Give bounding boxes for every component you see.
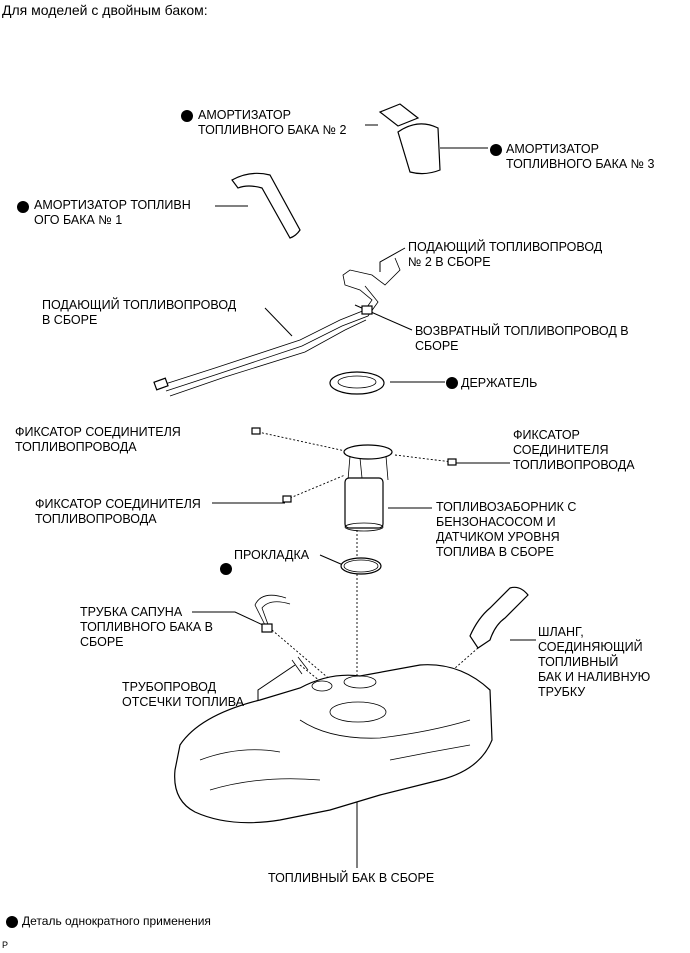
retainer-inner — [337, 375, 377, 389]
non-reusable-mark-cushion1 — [17, 201, 29, 213]
tank-ribs — [199, 719, 471, 791]
label-clip-lower: ФИКСАТОР СОЕДИНИТЕЛЯ ТОПЛИВОПРОВОДА — [35, 497, 201, 526]
return-fuel-tube — [169, 319, 367, 397]
fuel-tank-cushion-1 — [231, 172, 301, 239]
dashed-cutoff — [299, 664, 326, 686]
fuel-pump-bottom — [344, 522, 384, 532]
label-main-fuel-tube: ПОДАЮЩИЙ ТОПЛИВОПРОВОД В СБОРЕ — [42, 298, 237, 327]
footer-mark: P — [2, 940, 9, 950]
label-fuel-tank: ТОПЛИВНЫЙ БАК В СБОРЕ — [268, 871, 435, 885]
legend-text: Деталь однократного применения — [22, 914, 211, 928]
suction-frame — [347, 455, 389, 481]
label-fuel-tank-cushion-1: АМОРТИЗАТОР ТОПЛИВН ОГО БАКА № 1 — [34, 198, 191, 227]
dashed-clip-lower — [289, 474, 346, 499]
leader-main-tube — [264, 307, 293, 337]
gasket-ring — [340, 557, 382, 575]
label-fuel-tank-cushion-3: АМОРТИЗАТОР ТОПЛИВНОГО БАКА № 3 — [506, 142, 655, 171]
label-clip-right: ФИКСАТОР СОЕДИНИТЕЛЯ ТОПЛИВОПРОВОДА — [513, 428, 635, 472]
fuel-tank-cushion-2 — [378, 103, 420, 127]
label-gasket: ПРОКЛАДКА — [234, 548, 310, 562]
fuel-tank-cushion-3 — [397, 123, 441, 175]
suction-plate — [343, 444, 393, 460]
leader-main-tube2 — [379, 247, 406, 272]
breather-tube-fitting — [261, 623, 273, 633]
label-return-fuel-tube: ВОЗВРАТНЫЙ ТОПЛИВОПРОВОД В СБОРЕ — [415, 324, 629, 353]
non-reusable-mark-retainer — [446, 377, 458, 389]
tube-connector-right — [361, 305, 373, 315]
non-reusable-mark-cushion2 — [181, 110, 193, 122]
filler-hose — [469, 586, 529, 649]
gasket-ring-inner — [343, 559, 379, 573]
label-retainer: ДЕРЖАТЕЛЬ — [461, 376, 538, 390]
breather-tube — [254, 594, 291, 631]
label-cutoff-pipe: ТРУБОПРОВОД ОТСЕЧКИ ТОПЛИВА — [122, 680, 245, 709]
label-breather-tube: ТРУБКА САПУНА ТОПЛИВНОГО БАКА В СБОРЕ — [80, 605, 214, 649]
leader-breather — [192, 611, 266, 627]
cutoff-pipe — [291, 656, 309, 675]
label-filler-hose: ШЛАНГ, СОЕДИНЯЮЩИЙ ТОПЛИВНЫЙ БАК И НАЛИВ… — [538, 625, 651, 699]
tube-joint-clip-left — [251, 427, 261, 435]
non-reusable-mark-gasket — [220, 563, 232, 575]
non-reusable-mark-cushion3 — [490, 144, 502, 156]
fuel-pump-body — [344, 477, 384, 529]
tube-connector-left — [153, 377, 169, 391]
dashed-clip-right — [394, 454, 453, 463]
label-fuel-tank-cushion-2: АМОРТИЗАТОР ТОПЛИВНОГО БАКА № 2 — [198, 108, 347, 137]
leader-cutoff — [257, 664, 296, 700]
tank-port-center — [343, 675, 377, 689]
main-fuel-tube — [161, 257, 401, 386]
legend-bullet — [6, 916, 18, 928]
label-main-fuel-tube-2: ПОДАЮЩИЙ ТОПЛИВОПРОВОД № 2 В СБОРЕ — [408, 240, 603, 269]
tube-joint-clip-right — [447, 458, 457, 466]
tube-joint-clip-lower — [282, 495, 292, 503]
tank-port-left — [311, 680, 333, 692]
label-clip-left: ФИКСАТОР СОЕДИНИТЕЛЯ ТОПЛИВОПРОВОДА — [15, 425, 181, 454]
page-title: Для моделей с двойным баком: — [2, 2, 208, 18]
label-suction-assembly: ТОПЛИВОЗАБОРНИК С БЕНЗОНАСОСОМ И ДАТЧИКО… — [436, 500, 577, 559]
dashed-breather — [271, 629, 341, 689]
fuel-tank-body — [174, 664, 493, 824]
tank-pump-opening — [329, 701, 387, 723]
dashed-clip-left — [257, 431, 351, 453]
main-fuel-tube-parallel — [165, 285, 379, 392]
